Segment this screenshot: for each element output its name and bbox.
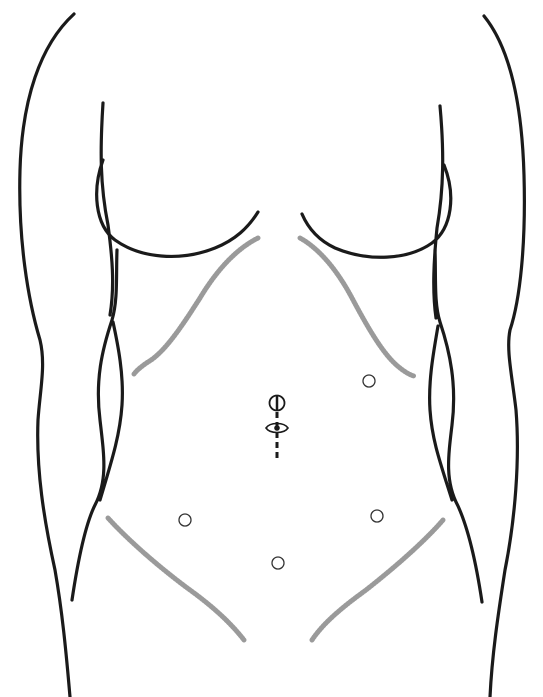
left-axilla-line bbox=[101, 103, 112, 315]
left-arm-outline bbox=[20, 14, 74, 697]
port-upper-right bbox=[363, 375, 375, 387]
port-lower-center bbox=[272, 557, 284, 569]
port-lower-left bbox=[179, 514, 191, 526]
umbilical-port bbox=[266, 396, 288, 463]
left-inguinal-line bbox=[108, 518, 244, 640]
right-flank-outline bbox=[435, 250, 482, 602]
right-arm-outline bbox=[484, 16, 524, 697]
right-inguinal-line bbox=[312, 520, 443, 640]
left-breast-outline bbox=[97, 160, 258, 256]
right-breast-outline bbox=[302, 165, 451, 257]
left-costal-margin bbox=[134, 238, 258, 374]
right-costal-margin bbox=[300, 238, 414, 376]
port-lower-right bbox=[371, 510, 383, 522]
